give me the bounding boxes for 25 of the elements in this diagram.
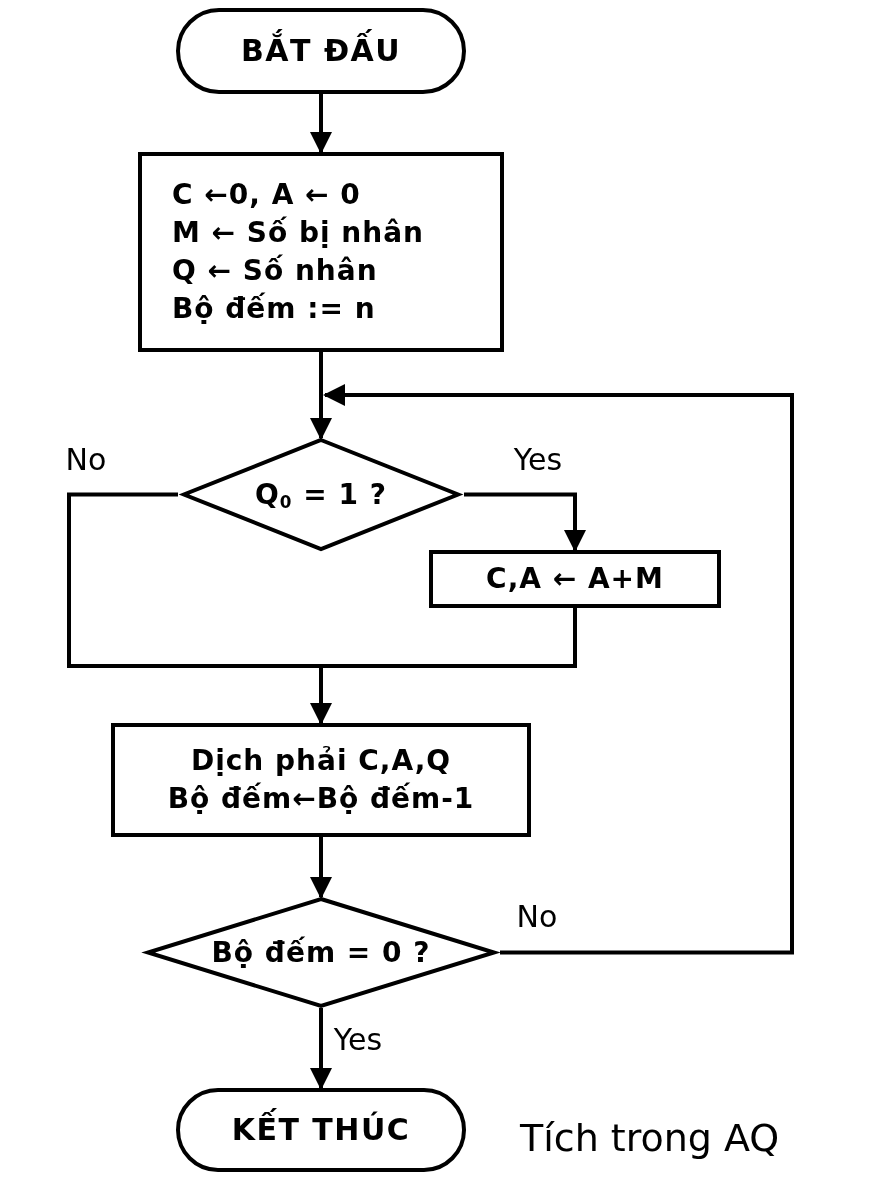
process-text: Dịch phải C,A,Q (190, 743, 452, 779)
condition-text: Bộ đếm = 0 ? (211, 934, 431, 971)
arrow (464, 492, 586, 552)
arrow (310, 666, 332, 725)
process-text: M ← Số bị nhân (172, 215, 425, 251)
decision-diamond (178, 438, 464, 551)
process-text: C,A ← A+M (486, 561, 664, 597)
arrow (310, 94, 332, 154)
process-box (111, 723, 531, 837)
process-text: Q ← Số nhân (172, 253, 378, 289)
arrow (310, 395, 332, 440)
condition-text: Q$_{0}$ = 1 ? (255, 476, 387, 513)
process-text: C ←0, A ← 0 (172, 177, 361, 213)
arrow (310, 837, 332, 899)
process-box (138, 152, 504, 352)
connector-line (321, 608, 577, 668)
arrow (310, 1008, 332, 1090)
arrow (323, 384, 794, 955)
process-box (429, 550, 721, 608)
decision-diamond (142, 897, 500, 1008)
connector-line (67, 492, 321, 668)
caption: Tích trong AQ (520, 1116, 780, 1160)
process-text: Bộ đếm←Bộ đếm-1 (167, 781, 475, 817)
connector-line (319, 352, 323, 395)
process-text: Bộ đếm := n (172, 291, 376, 327)
